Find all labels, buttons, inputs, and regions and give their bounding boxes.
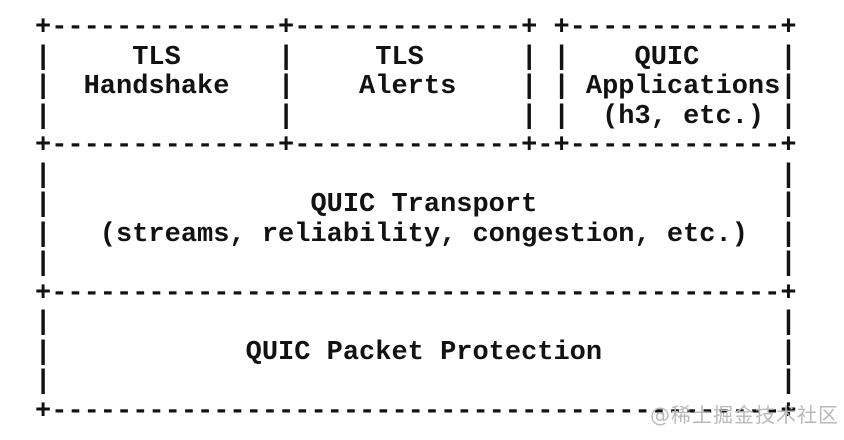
watermark-text: @稀土掘金技术社区 [650,403,839,427]
ascii-protocol-stack-diagram: +--------------+--------------+ +-------… [35,13,797,427]
